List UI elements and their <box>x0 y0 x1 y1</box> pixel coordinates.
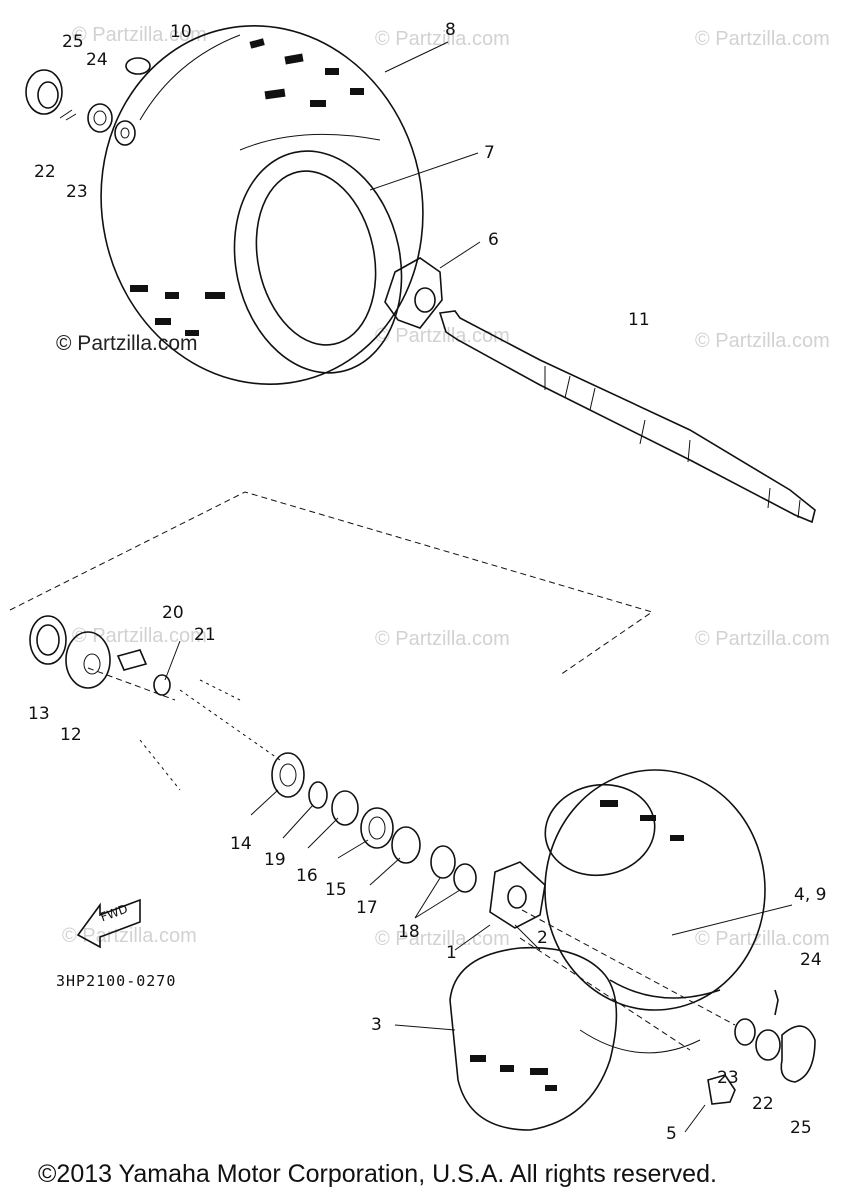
watermark: © Partzilla.com <box>695 28 830 50</box>
lower-left-parts <box>29 615 281 791</box>
copyright-notice: ©2013 Yamaha Motor Corporation, U.S.A. A… <box>38 1160 717 1188</box>
assembly-lines <box>9 491 736 1051</box>
part-label: 23 <box>717 1068 739 1088</box>
part-label: 4, 9 <box>794 885 827 905</box>
fwd-arrow <box>76 898 141 949</box>
part-label: 18 <box>398 922 420 942</box>
upper-tire <box>100 25 424 385</box>
watermark: © Partzilla.com <box>695 628 830 650</box>
upper-small-parts <box>25 57 151 146</box>
bearing-stack <box>271 752 477 893</box>
part-label: 13 <box>28 704 50 724</box>
part-label: 22 <box>34 162 56 182</box>
part-label: 15 <box>325 880 347 900</box>
watermark: © Partzilla.com <box>72 625 207 647</box>
leader-lines <box>164 41 793 1133</box>
watermark: © Partzilla.com <box>56 332 198 355</box>
watermark: © Partzilla.com <box>695 928 830 950</box>
part-label: 24 <box>86 50 108 70</box>
watermark: © Partzilla.com <box>375 628 510 650</box>
part-label: 17 <box>356 898 378 918</box>
part-label: 3 <box>371 1015 382 1035</box>
watermark: © Partzilla.com <box>62 925 197 947</box>
watermark: © Partzilla.com <box>375 928 510 950</box>
part-label: 6 <box>488 230 499 250</box>
lower-hub <box>489 861 546 929</box>
part-label: 19 <box>264 850 286 870</box>
part-label: 16 <box>296 866 318 886</box>
part-label: 20 <box>162 603 184 623</box>
part-label: 8 <box>445 20 456 40</box>
part-label: 25 <box>790 1118 812 1138</box>
part-label: 1 <box>446 943 457 963</box>
watermark: © Partzilla.com <box>695 330 830 352</box>
part-label: 14 <box>230 834 252 854</box>
part-label: 5 <box>666 1124 677 1144</box>
part-label: 22 <box>752 1094 774 1114</box>
part-label: 2 <box>537 928 548 948</box>
part-label: 25 <box>62 32 84 52</box>
axle <box>438 310 816 524</box>
lower-wheel <box>449 769 766 1131</box>
watermark: © Partzilla.com <box>72 24 207 46</box>
part-label: 10 <box>170 22 192 42</box>
part-label: 7 <box>484 143 495 163</box>
upper-hub <box>384 257 443 329</box>
part-label: 11 <box>628 310 650 330</box>
part-label: 23 <box>66 182 88 202</box>
part-label: 21 <box>194 625 216 645</box>
lower-right-parts <box>707 989 816 1105</box>
part-label: 24 <box>800 950 822 970</box>
part-label: 12 <box>60 725 82 745</box>
drawing-code: 3HP2100-0270 <box>56 972 177 990</box>
watermark: © Partzilla.com <box>375 325 510 347</box>
watermark: © Partzilla.com <box>375 28 510 50</box>
